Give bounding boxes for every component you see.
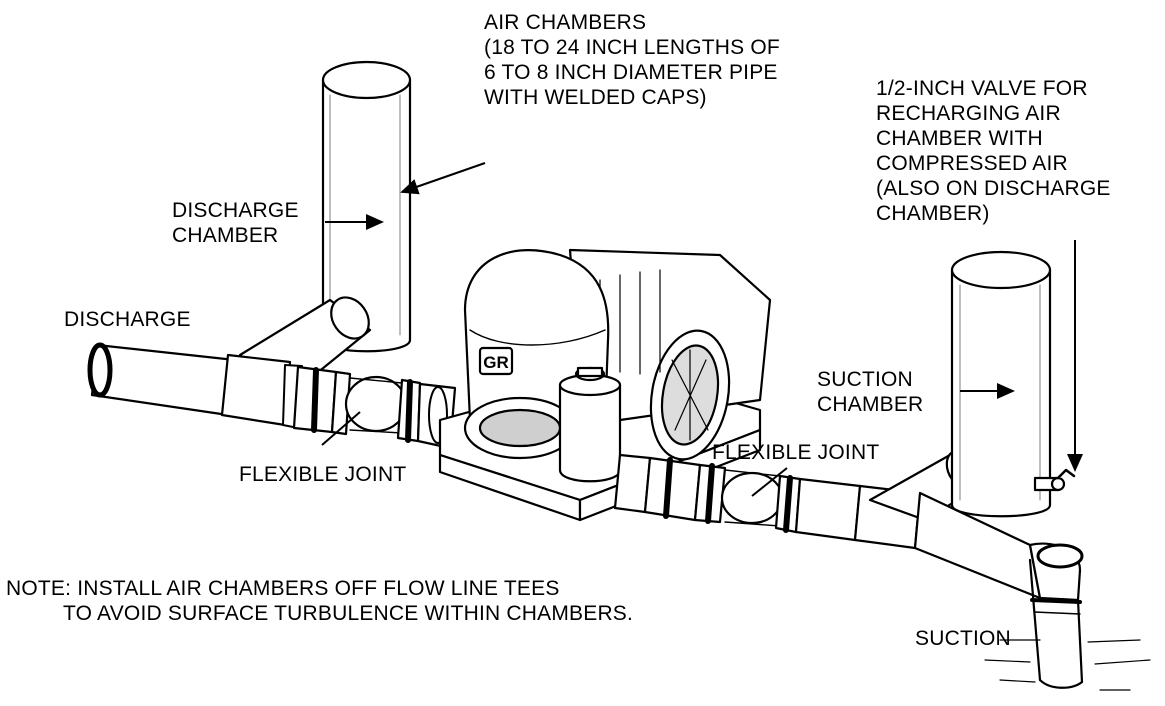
suction-label: SUCTION — [915, 626, 1011, 651]
flexible-joint-left — [292, 365, 457, 450]
suction-pipe-right — [794, 477, 862, 542]
suction-pipe-left — [613, 453, 727, 524]
air-chambers-label: AIR CHAMBERS (18 TO 24 INCH LENGTHS OF 6… — [484, 10, 780, 110]
leader-arrows — [321, 162, 1083, 497]
flexible-joint-left-label: FLEXIBLE JOINT — [239, 462, 406, 487]
discharge-chamber-label: DISCHARGE CHAMBER — [172, 198, 299, 248]
discharge-label: DISCHARGE — [64, 307, 191, 332]
note: NOTE: INSTALL AIR CHAMBERS OFF FLOW LINE… — [6, 576, 633, 626]
valve-line-1: 1/2-INCH VALVE FOR — [876, 77, 1088, 100]
air-chambers-line-1: AIR CHAMBERS — [484, 11, 647, 34]
suction-chamber — [950, 250, 1052, 518]
valve-line-6: CHAMBER) — [876, 202, 990, 225]
discharge-pipe — [87, 342, 237, 417]
air-chambers-line-2: (18 TO 24 INCH LENGTHS OF — [484, 36, 780, 59]
air-chambers-line-3: 6 TO 8 INCH DIAMETER PIPE — [484, 61, 778, 84]
discharge-chamber-line-2: CHAMBER — [172, 224, 279, 247]
valve-line-5: (ALSO ON DISCHARGE — [876, 177, 1111, 200]
flexible-joint-right-label: FLEXIBLE JOINT — [712, 440, 879, 465]
recharge-valve — [1033, 468, 1076, 492]
flexible-joint-right — [720, 469, 802, 534]
water-surface — [984, 639, 1151, 691]
flexible-joint-right-arrow — [751, 467, 788, 497]
air-chambers-arrow — [400, 162, 486, 195]
discharge-text: DISCHARGE — [64, 308, 191, 331]
valve-line-3: CHAMBER WITH — [876, 127, 1043, 150]
note-line-1: NOTE: INSTALL AIR CHAMBERS OFF FLOW LINE… — [6, 577, 560, 600]
suction-pipe-elbow — [913, 491, 1084, 689]
suction-chamber-line-1: SUCTION — [817, 368, 913, 391]
discharge-tee — [220, 353, 303, 429]
valve-line-2: RECHARGING AIR — [876, 102, 1061, 125]
note-line-2: TO AVOID SURFACE TURBULENCE WITHIN CHAMB… — [63, 602, 634, 625]
air-chambers-line-4: WITH WELDED CAPS) — [484, 86, 707, 109]
valve-line-4: COMPRESSED AIR — [876, 152, 1068, 175]
discharge-chamber-line-1: DISCHARGE — [172, 199, 299, 222]
suction-text: SUCTION — [915, 627, 1011, 650]
suction-chamber-line-2: CHAMBER — [817, 393, 924, 416]
valve-label: 1/2-INCH VALVE FOR RECHARGING AIR CHAMBE… — [876, 76, 1111, 226]
pump-logo: GR — [483, 353, 509, 372]
flexible-joint-right-text: FLEXIBLE JOINT — [712, 441, 880, 464]
suction-chamber-label: SUCTION CHAMBER — [817, 367, 923, 417]
flexible-joint-left-text: FLEXIBLE JOINT — [239, 463, 407, 486]
flexible-joint-left-arrow — [321, 411, 361, 446]
